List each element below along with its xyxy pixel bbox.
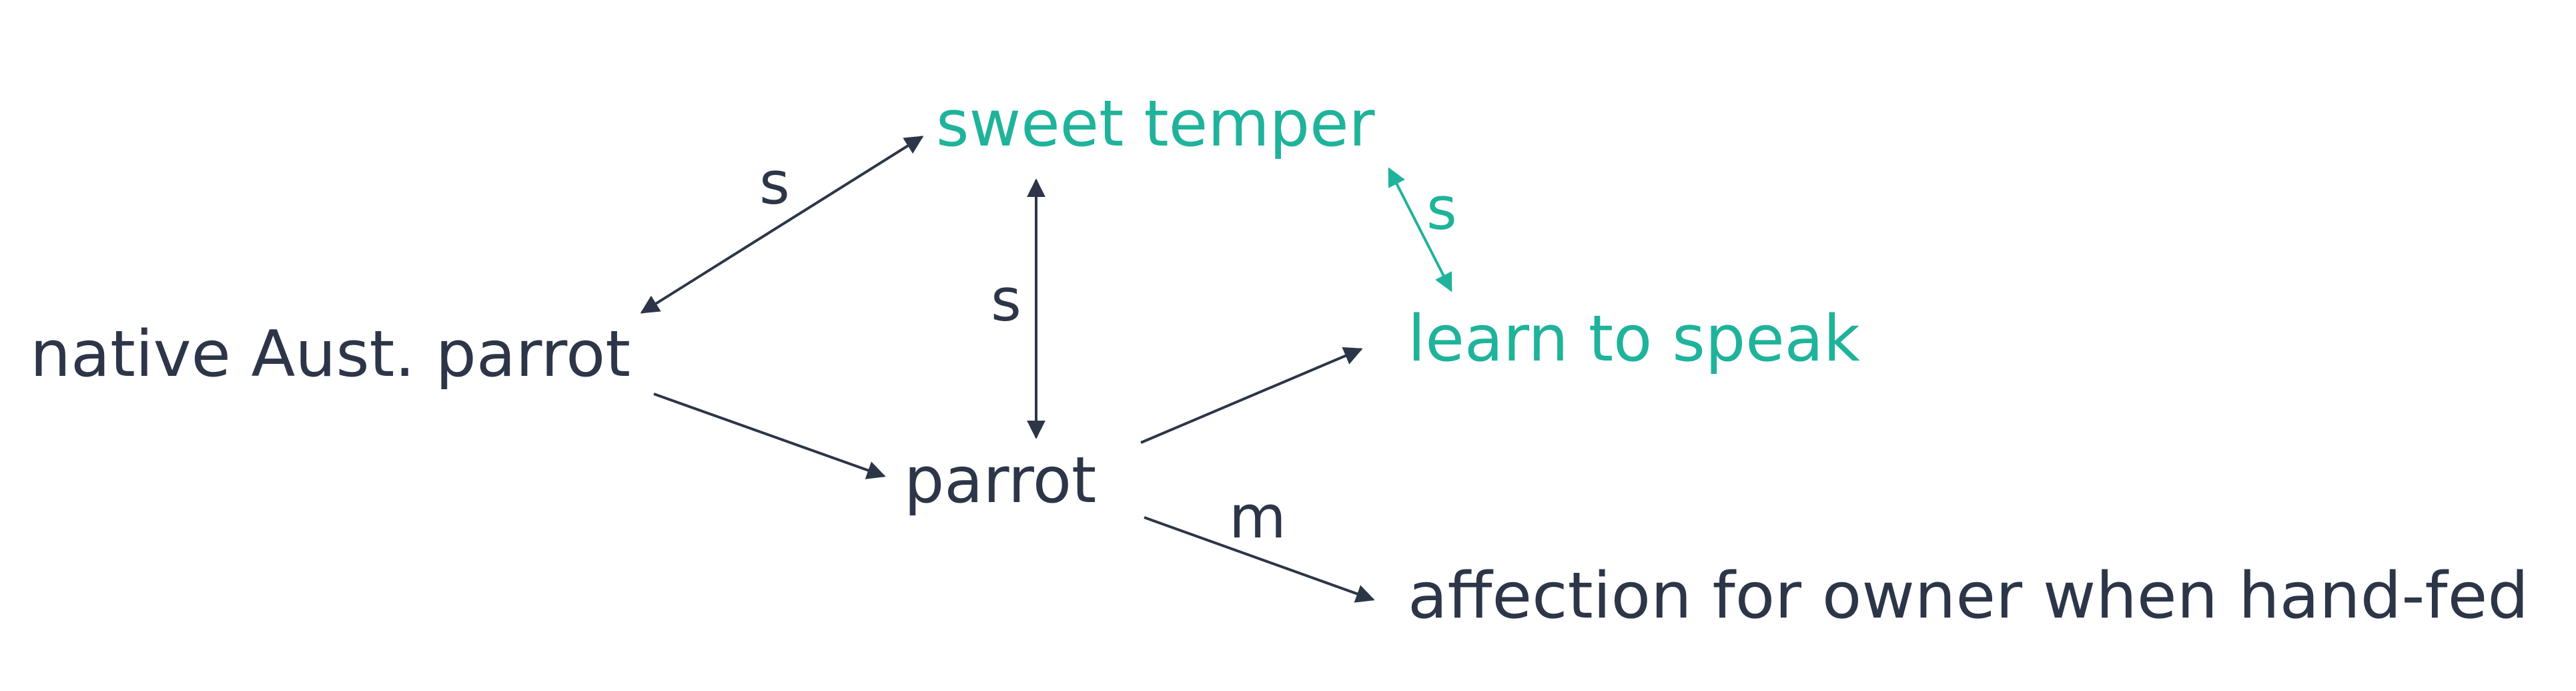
edge-label-sweet-native: s [759, 149, 790, 218]
edge-label-parrot-affection: m [1229, 483, 1286, 551]
edge-parrot-learn-to-speak [1140, 347, 1363, 444]
edge-sweet-temper-learn-to-speak [1388, 167, 1452, 292]
edge-label-sweet-parrot: s [991, 266, 1021, 334]
node-parrot: parrot [904, 444, 1096, 517]
node-sweet-temper: sweet temper [936, 87, 1376, 161]
edge-native-aust-parrot-parrot [653, 393, 886, 479]
edge-parrot-affection [1144, 516, 1375, 603]
node-affection-for-owner: affection for owner when hand-fed [1408, 559, 2529, 633]
edge-sweet-temper-native-aust-parrot [640, 136, 924, 314]
node-native-aust-parrot: native Aust. parrot [30, 318, 630, 391]
node-learn-to-speak: learn to speak [1408, 302, 1860, 376]
edge-label-sweet-learn: s [1426, 174, 1457, 243]
